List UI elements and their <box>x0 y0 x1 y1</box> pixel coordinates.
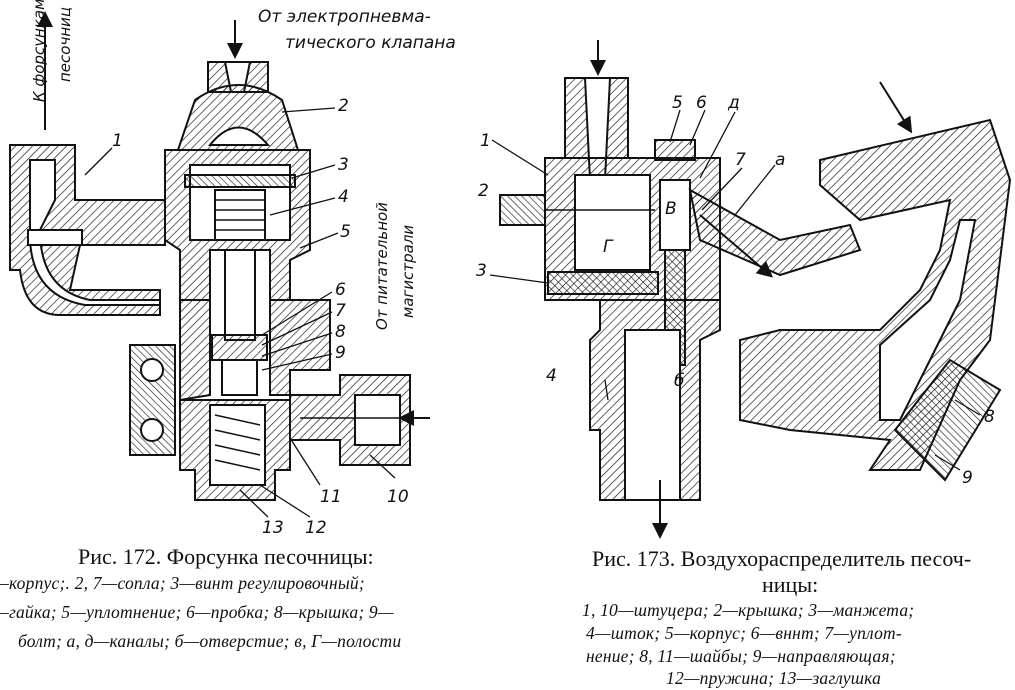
caption-173-line-3: нение; 8, 11—шайбы; 9—направляющая; <box>586 646 896 666</box>
callout-172-7: 7 <box>335 301 346 321</box>
annotation-from-valve-2: тического клапана <box>285 33 456 53</box>
callout-173-v: В <box>665 199 677 219</box>
caption-173-line-2: 4—шток; 5—корпус; 6—вннт; 7—уплот- <box>586 623 902 643</box>
caption-172-line-1: –корпус;. 2, 7—сопла; 3—винт регулировоч… <box>0 573 365 593</box>
figure-172-drawing <box>9 11 430 518</box>
callout-173-d: д <box>727 93 740 113</box>
callout-173-9: 9 <box>962 468 973 488</box>
callout-172-13: 13 <box>262 518 284 538</box>
callout-173-b: б <box>674 371 684 391</box>
figure-172-callouts: 1 2 3 4 5 6 7 8 9 10 11 12 13 <box>112 96 409 538</box>
annotation-from-main-1: От питательной <box>373 202 391 330</box>
caption-173-title-2: ницы: <box>762 572 819 597</box>
callout-172-3: 3 <box>338 155 349 175</box>
callout-172-1: 1 <box>112 131 123 151</box>
annotation-to-nozzles-1: К форсункам <box>30 0 48 102</box>
callout-172-11: 11 <box>320 487 342 507</box>
annotation-from-valve-1: От электропневма- <box>258 7 431 27</box>
callout-173-7: 7 <box>735 150 746 170</box>
caption-173-line-4: 12—пружина; 13—заглушка <box>666 668 882 688</box>
callout-173-4: 1 <box>480 131 491 151</box>
caption-172-line-2: –гайка; 5—уплотнение; 6—пробка; 8—крышка… <box>0 602 394 622</box>
callout-173-a: а <box>775 150 785 170</box>
callout-173-1: 4 <box>546 366 557 386</box>
annotation-from-main-2: магистрали <box>399 225 417 318</box>
figure-173-callouts: 1 2 3 4 5 6 д 7 а В Г б 8 9 <box>476 93 995 488</box>
callout-172-12: 12 <box>305 518 327 538</box>
figure-173-drawing <box>489 40 1012 539</box>
callout-173-8: 8 <box>984 407 995 427</box>
callout-172-9: 9 <box>335 343 346 363</box>
callout-173-6: 6 <box>696 93 707 113</box>
callout-172-6: 6 <box>335 280 346 300</box>
callout-173-g: Г <box>603 237 614 257</box>
callout-172-5: 5 <box>340 222 351 242</box>
caption-172-title: Рис. 172. Форсунка песочницы: <box>78 544 374 569</box>
caption-173-title-1: Рис. 173. Воздухораспределитель песоч- <box>592 546 972 571</box>
callout-173-3: 2 <box>478 181 489 201</box>
caption-173-line-1: 1, 10—штуцера; 2—крышка; 3—манжета; <box>582 600 915 620</box>
callout-173-5: 5 <box>672 93 683 113</box>
callout-172-10: 10 <box>387 487 409 507</box>
callout-173-2: 3 <box>476 261 487 281</box>
annotation-to-nozzles-2: песочниц <box>56 7 74 82</box>
caption-172-line-3: болт; а, д—каналы; б—отверстие; в, Г—пол… <box>18 631 402 651</box>
callout-172-8: 8 <box>335 322 346 342</box>
callout-172-2: 2 <box>338 96 349 116</box>
callout-172-4: 4 <box>338 187 349 207</box>
